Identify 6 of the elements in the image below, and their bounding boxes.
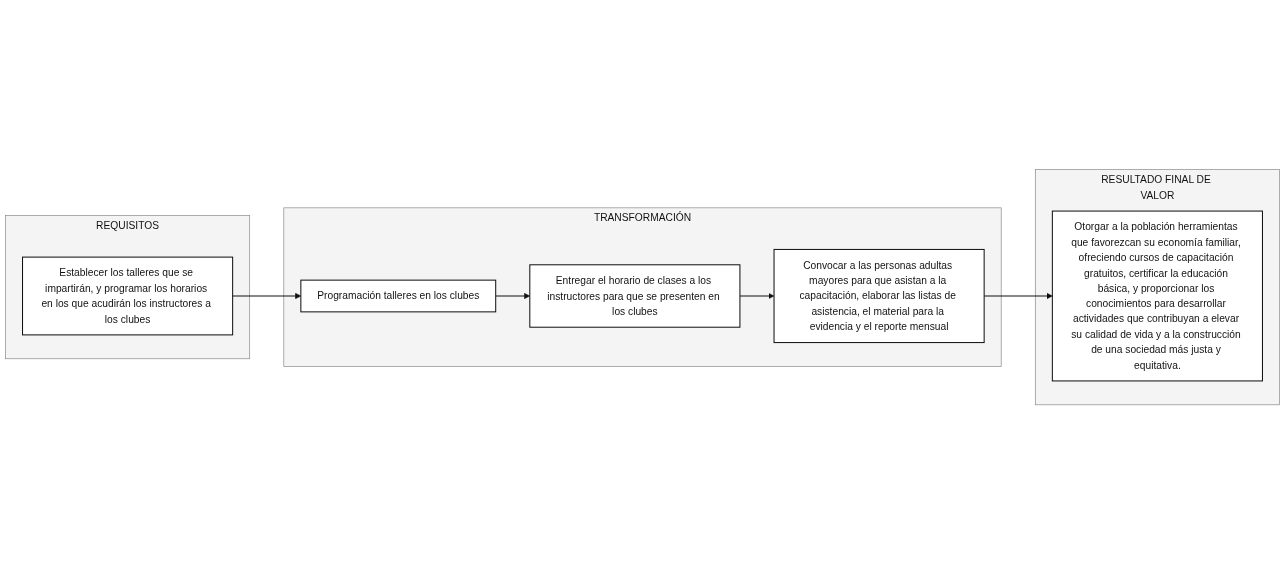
node-box: Entregar el horario de clases a los instructores para que se presenten en los clubes [529,264,741,329]
node-box: Otorgar a la población herramientas que favorezcan su economía familiar, ofreciendo cursos de capacitación gratuitos, certificar la educación básica, y proporcionar los conocimientos para desarrollar actividades que contribuyan a elevar su calidad de vida y a la construcción de una sociedad más justa y equitativa. [1051,210,1263,382]
arrow [739,293,775,300]
node-box: Convocar a las personas adultas mayores para que asistan a la capacitación, elaborar las listas de asistencia, el material para la evidencia y el reporte mensual [773,249,985,344]
node-box: Programación talleres en los clubes [300,280,497,313]
node-box: Establecer los talleres que se impartirán, y programar los horarios en los que acudirán los instructores a los clubes [22,256,234,336]
